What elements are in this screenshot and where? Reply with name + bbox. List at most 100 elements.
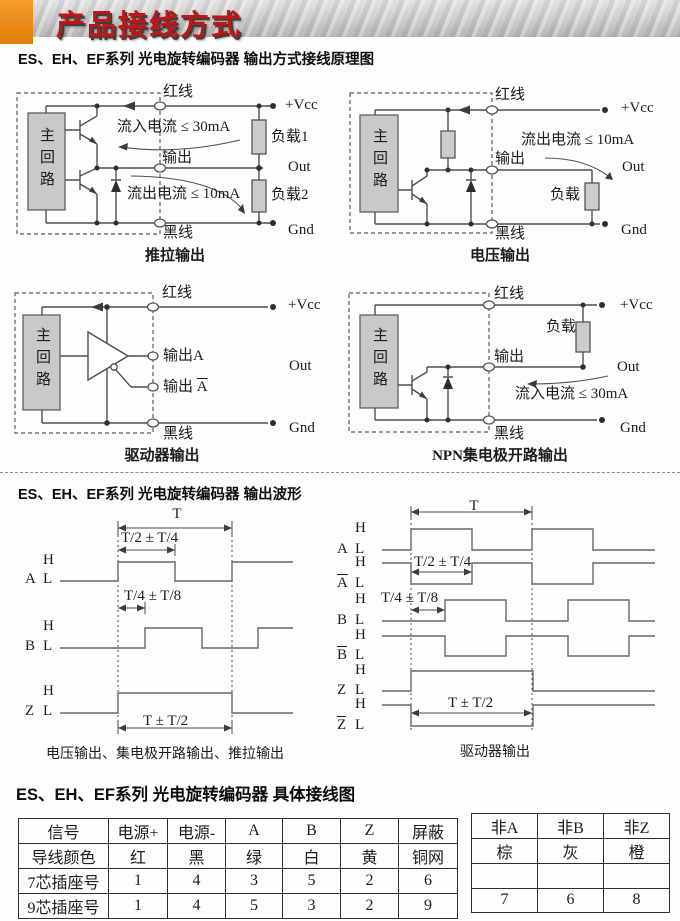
level-h: H	[355, 662, 366, 678]
emitter-arrow	[89, 136, 97, 144]
page-title: 产品接线方式	[56, 10, 243, 42]
cell: 黑	[167, 843, 226, 869]
current-in-label: 流入电流 ≤ 30mA	[117, 119, 231, 135]
dim-t-label: T	[172, 506, 182, 522]
level-h: H	[43, 683, 54, 699]
junction-dots	[424, 107, 608, 227]
trace-a	[382, 528, 655, 551]
load2-label: 负载2	[271, 187, 309, 203]
cell: 1	[108, 893, 168, 919]
cell: 1	[108, 868, 168, 894]
output-label: 输出	[494, 349, 525, 365]
main-circuit-box	[359, 314, 399, 409]
waveform-diff-panel: T T/2 ± T/4 T/4 ± T/8 T ± T/2 H L A H L …	[335, 498, 680, 760]
red-wire-label: 红线	[163, 84, 194, 100]
transistor-upper-icon	[65, 106, 98, 168]
waveform-diff-svg	[382, 506, 655, 730]
black-wire-label: 黑线	[494, 426, 525, 442]
cell: 4	[167, 893, 226, 919]
black-wire-label: 黑线	[495, 226, 526, 242]
terminal-red	[485, 105, 499, 115]
waveform-single-svg	[60, 521, 293, 734]
cell	[471, 863, 538, 889]
cell: 3	[282, 893, 341, 919]
current-out-arrowhead	[605, 172, 613, 180]
rails	[374, 109, 600, 225]
cell: B	[282, 818, 341, 844]
cell: 橙	[603, 838, 670, 864]
black-wire-label: 黑线	[163, 225, 194, 241]
current-out-label: 流出电流 ≤ 10mA	[521, 132, 635, 148]
red-wire-label: 红线	[494, 286, 525, 302]
rails	[45, 105, 271, 224]
terminal-abar	[147, 382, 159, 392]
level-l: L	[43, 571, 53, 587]
level-h: H	[355, 520, 366, 536]
cell: 电源+	[108, 818, 168, 844]
table-row-wire-color: 导线颜色 红 黑 绿 白 黄 铜网	[18, 843, 458, 869]
vcc-label: +Vcc	[620, 297, 653, 313]
cell: 9	[398, 893, 458, 919]
cell: 灰	[537, 838, 604, 864]
load-resistor	[584, 182, 600, 211]
load-resistor	[575, 321, 591, 353]
terminal-out	[153, 163, 167, 173]
out-label: Out	[288, 159, 311, 175]
main-circuit-box	[27, 112, 66, 211]
main-circuit-label: 主回路	[34, 327, 50, 393]
level-l: L	[43, 703, 53, 719]
dashed-divider	[0, 472, 680, 473]
output-abar-prefix: 输出	[163, 379, 197, 395]
section-title-principle: ES、EH、EF系列 光电旋转编码器 输出方式接线原理图	[18, 52, 375, 68]
circuit-caption: 推拉输出	[144, 248, 205, 264]
cell: 绿	[225, 843, 283, 869]
trace-b	[60, 627, 293, 649]
dim-t-half-label: T/2 ± T/4	[414, 554, 472, 570]
dim-t-index-label: T ± T/2	[143, 713, 189, 729]
level-l: L	[355, 717, 365, 733]
gnd-label: Gnd	[620, 420, 646, 436]
trace-abar	[382, 562, 655, 585]
junction-dots	[424, 302, 605, 423]
cell: 铜网	[398, 843, 458, 869]
cell: 7	[471, 887, 538, 913]
diode-icon	[111, 168, 121, 223]
out-label: Out	[617, 359, 640, 375]
section-title-wiring: ES、EH、EF系列 光电旋转编码器 具体接线图	[16, 786, 356, 804]
table-row-7pin: 7芯插座号 1 4 3 5 2 6	[18, 868, 458, 894]
terminal-black	[482, 415, 496, 425]
channel-bbar-label: B	[337, 647, 348, 663]
black-wire-label: 黑线	[163, 426, 194, 442]
circuit-push-pull: 主回路 红线 +Vcc 流入电流 ≤ 30mA 负载1 输出 Out 流出电流 …	[5, 80, 340, 270]
cell: 2	[340, 868, 399, 894]
terminal-out	[482, 362, 496, 372]
channel-abar-label: A	[337, 575, 348, 591]
cell	[603, 863, 670, 889]
encoder-boundary-dashed-box	[348, 292, 490, 433]
cell: 6	[537, 887, 604, 913]
table-row-9pin: 9芯插座号 1 4 5 3 2 9	[18, 893, 458, 919]
wire-arrow-left	[458, 105, 470, 115]
trace-bbar	[382, 635, 655, 657]
vcc-label: +Vcc	[621, 100, 654, 116]
trace-z	[60, 692, 293, 714]
output-a-label: 输出A	[163, 348, 204, 364]
table-row-wire-color: 棕 灰 橙	[471, 838, 670, 864]
table-row-9pin: 7 6 8	[471, 887, 670, 913]
emitter-arrow	[419, 196, 427, 204]
cell: Z	[340, 818, 399, 844]
dim-t-label: T	[469, 498, 479, 514]
cell: 6	[398, 868, 458, 894]
diode-icon	[443, 367, 453, 420]
level-l: L	[43, 638, 53, 654]
transistor-icon	[398, 367, 428, 420]
main-circuit-box	[359, 114, 399, 213]
gnd-label: Gnd	[289, 420, 315, 436]
main-circuit-label: 主回路	[371, 327, 387, 393]
trace-z	[382, 670, 655, 692]
cell: 8	[603, 887, 670, 913]
terminal-a	[147, 351, 159, 361]
dim-t-index-label: T ± T/2	[448, 695, 494, 711]
terminal-red	[482, 300, 496, 310]
